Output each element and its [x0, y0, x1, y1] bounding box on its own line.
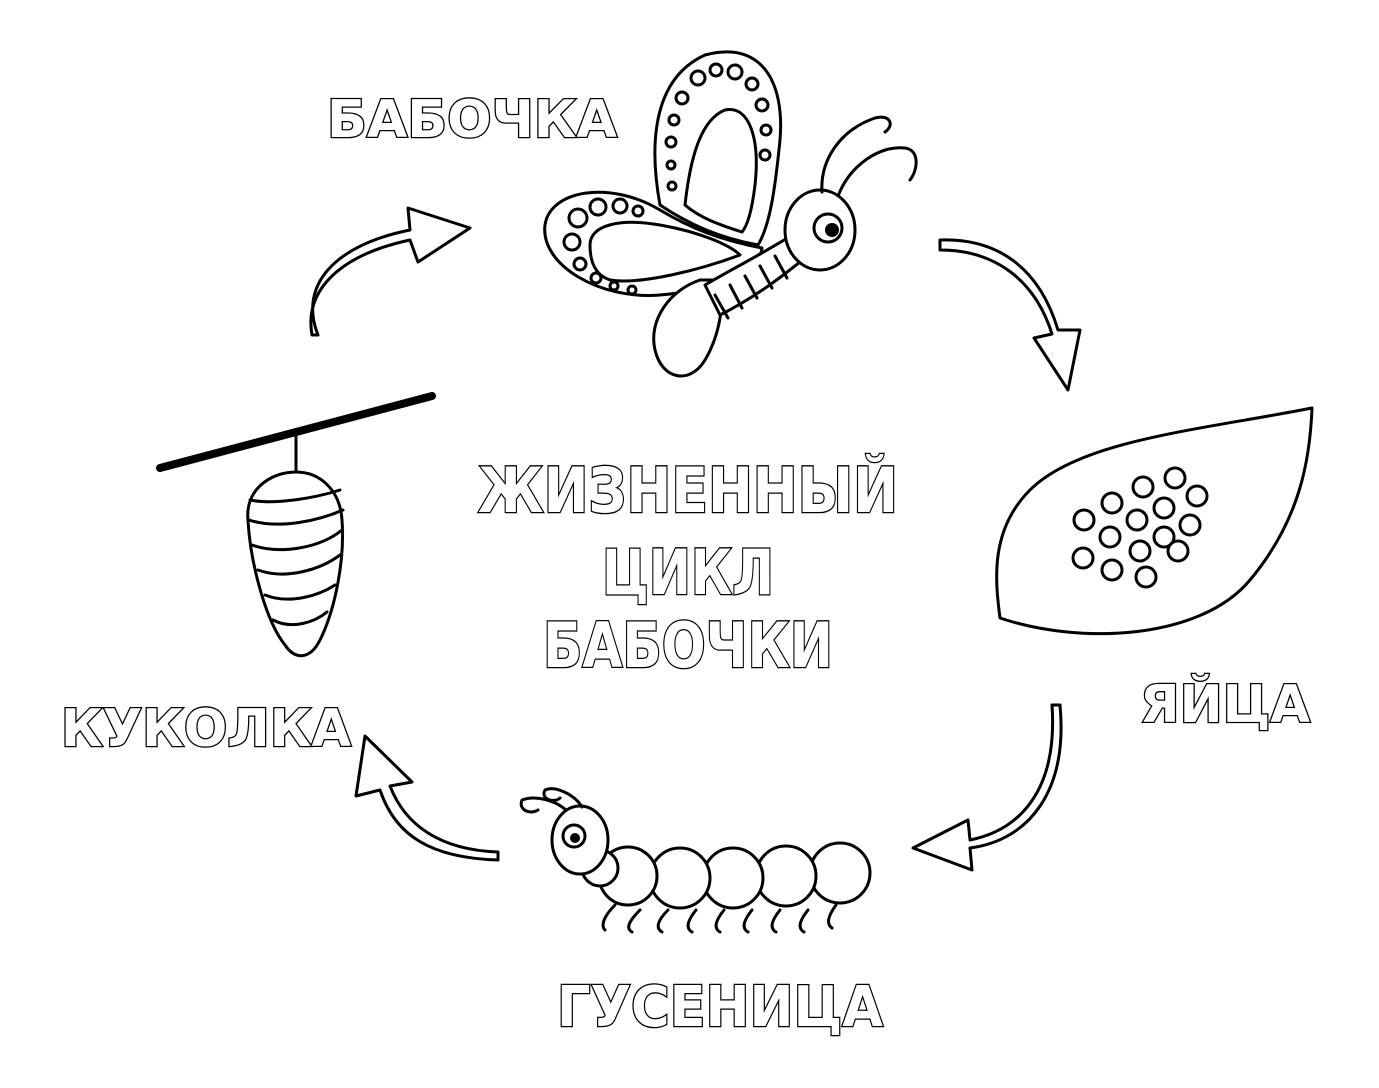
- cycle-arrow-icon: [354, 734, 500, 862]
- title-line-2: ЦИКЛ: [602, 536, 774, 609]
- title-line-3: БАБОЧКИ: [543, 609, 833, 682]
- label-eggs: ЯЙЦА: [1140, 674, 1310, 735]
- wing-dots: [562, 62, 773, 296]
- pupa-icon: [156, 392, 436, 658]
- cycle-arrow-icon: [938, 238, 1082, 392]
- eggs: [1071, 466, 1209, 589]
- title-line-1: ЖИЗНЕННЫЙ: [478, 454, 898, 527]
- cycle-arrow-icon: [911, 703, 1063, 872]
- butterfly-icon: [543, 50, 918, 378]
- label-butterfly: БАБОЧКА: [327, 90, 617, 150]
- caterpillar-icon: [519, 787, 872, 934]
- label-caterpillar: ГУСЕНИЦА: [557, 975, 884, 1040]
- leaf-with-eggs-icon: [995, 406, 1314, 636]
- diagram-title: ЖИЗНЕННЫЙ ЦИКЛ БАБОЧКИ: [477, 453, 900, 684]
- label-pupa: КУКОЛКА: [61, 699, 351, 759]
- cycle-arrow-icon: [309, 206, 472, 337]
